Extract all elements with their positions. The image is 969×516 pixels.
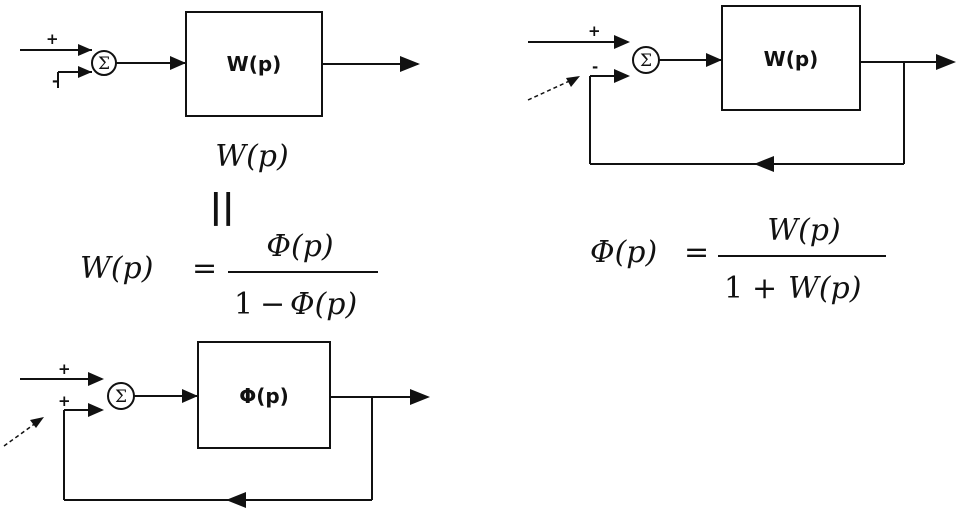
output-arrow xyxy=(400,56,420,72)
output-arrow xyxy=(410,389,430,405)
feedback-arrow-in xyxy=(88,403,104,417)
sign-plus-top: + xyxy=(588,22,601,40)
block-label: W(p) xyxy=(764,47,819,71)
block-label: W(p) xyxy=(227,52,282,76)
input-arrow-top xyxy=(614,35,630,49)
signal-arrow xyxy=(170,56,186,70)
sign-minus-bottom: - xyxy=(52,72,58,90)
signal-arrow xyxy=(182,389,198,403)
block-caption: W(p) xyxy=(215,139,288,174)
sign-plus-bottom: + xyxy=(58,392,71,410)
signal-arrow xyxy=(706,53,722,67)
input-arrow-bottom xyxy=(78,66,92,78)
disturbance-arrow xyxy=(30,417,44,428)
formula-w-den-phi: Φ(p) xyxy=(290,287,357,322)
formula-phi-den-w: W(p) xyxy=(788,271,861,306)
formula-phi-den-plus: + xyxy=(752,271,777,306)
formula-phi-equals: = xyxy=(684,235,709,270)
feedback-arrow xyxy=(226,492,246,508)
formula-phi: Φ(p) = W(p) 1 + W(p) xyxy=(590,213,886,306)
feedback-arrow xyxy=(754,156,774,172)
sigma-symbol: Σ xyxy=(640,51,652,71)
block-label: Φ(p) xyxy=(239,384,289,408)
equivalence-sign: || xyxy=(210,187,235,227)
formula-w: W(p) = Φ(p) 1 − Φ(p) xyxy=(80,229,378,322)
diagram-open-loop: + - Σ W(p) xyxy=(20,11,420,117)
feedback-arrow-in xyxy=(614,69,630,83)
transfer-block xyxy=(197,341,331,449)
output-arrow xyxy=(936,54,956,70)
formula-phi-numerator: W(p) xyxy=(767,213,840,248)
formula-w-den-one: 1 xyxy=(234,287,253,322)
formula-phi-den-one: 1 xyxy=(724,271,743,306)
formula-w-lhs: W(p) xyxy=(80,251,153,286)
sign-plus-top: + xyxy=(46,30,59,48)
formula-w-equals: = xyxy=(192,251,217,286)
disturbance-line xyxy=(527,77,577,101)
diagram-negative-feedback: + - Σ W(p) xyxy=(527,5,956,172)
input-arrow-top xyxy=(78,44,92,56)
transfer-block xyxy=(721,5,861,111)
formula-w-den-minus: − xyxy=(260,287,285,322)
diagram-positive-feedback: + + Σ Φ(p) xyxy=(3,341,430,508)
formula-phi-lhs: Φ(p) xyxy=(590,235,657,270)
disturbance-arrow xyxy=(566,76,580,87)
formula-w-numerator: Φ(p) xyxy=(266,229,333,264)
sign-plus-top: + xyxy=(58,360,71,378)
sigma-symbol: Σ xyxy=(115,387,127,407)
sigma-symbol: Σ xyxy=(98,54,110,74)
input-arrow-top xyxy=(88,372,104,386)
sign-minus-bottom: - xyxy=(592,58,598,76)
